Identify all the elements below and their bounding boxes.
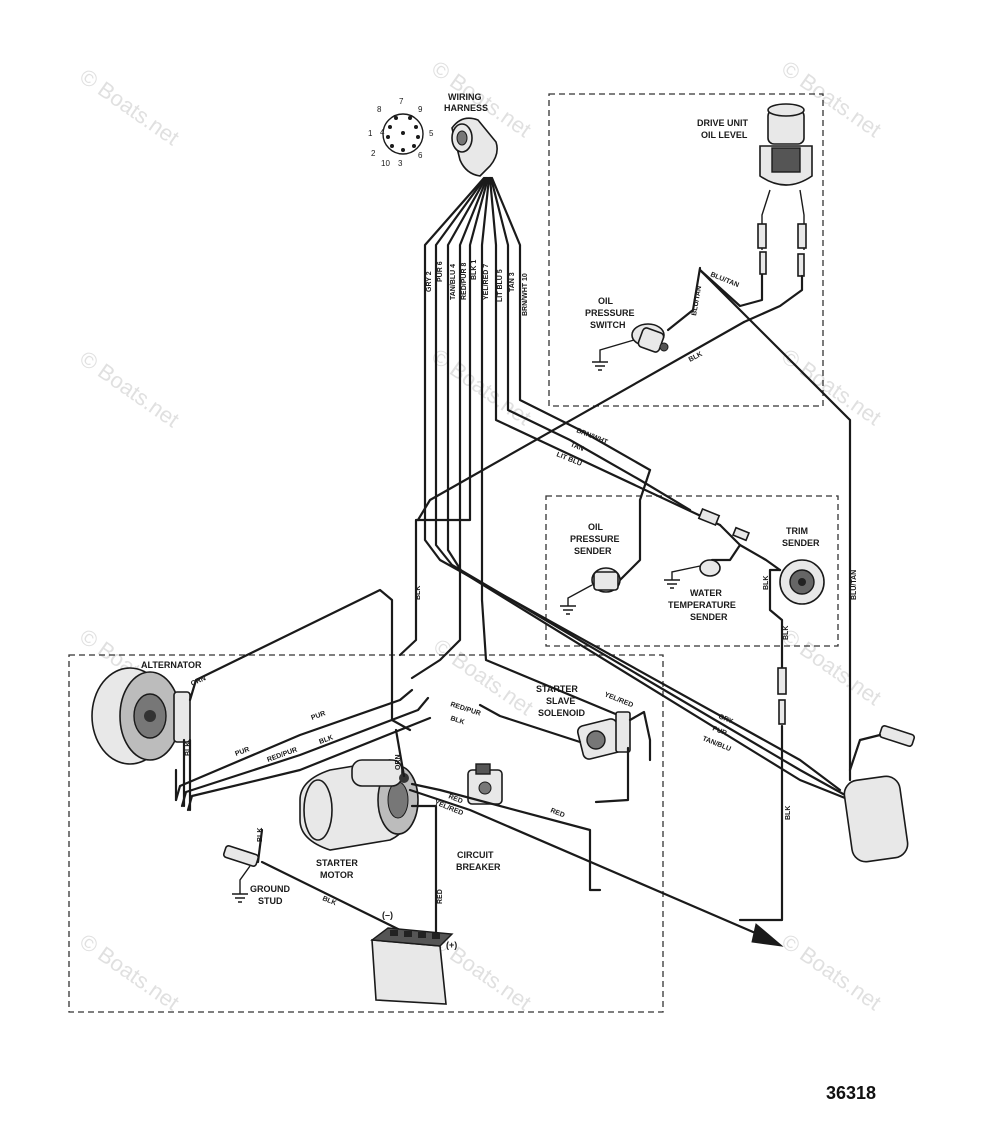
watermark: © Boats.net: [75, 346, 184, 433]
starter-slave-solenoid-label: SOLENOID: [538, 708, 586, 718]
drive-unit-box: [548, 93, 824, 407]
oil-pressure-sender-label: OIL: [588, 522, 604, 532]
ground-stud-label: STUD: [258, 896, 283, 906]
oil-pressure-sender-label: SENDER: [574, 546, 612, 556]
sender-box: [545, 495, 839, 647]
harness-wire-label: PUR 6: [437, 261, 444, 282]
wire-label-tan-blu: TAN/BLU: [701, 735, 732, 753]
dashed-boxes: [68, 93, 839, 1013]
pin-label: 1: [368, 129, 373, 138]
trim-sender: TRIM SENDER BLK BLK BLK: [738, 526, 825, 922]
watermark: © Boats.net: [777, 344, 886, 431]
drive-unit-oil-level-label: OIL LEVEL: [701, 130, 748, 140]
harness-plug: WIRING HARNESS: [444, 92, 498, 177]
pin-label: 8: [377, 105, 382, 114]
water-temperature-sender-label: SENDER: [690, 612, 728, 622]
battery: (–) (+): [370, 910, 457, 1005]
harness-wire-labels: GRY 2 PUR 6 TAN/BLU 4 RED/PUR 8 BLK 1 YE…: [426, 260, 529, 316]
pin-label: 4: [380, 128, 385, 137]
battery-positive-label: (+): [446, 940, 457, 950]
wire-label-yel-red: YEL/RED: [603, 691, 634, 709]
harness-wire-label: LIT BLU 5: [497, 269, 504, 302]
harness-wire-label: BRN/WHT 10: [522, 273, 529, 316]
wire-label-blk: BLK: [449, 715, 465, 726]
water-temperature-sender-label: TEMPERATURE: [668, 600, 736, 610]
pin-label: 2: [371, 149, 376, 158]
wire-label-orn: ORN: [190, 675, 207, 688]
wire-label-brn-wht: BRN/WHT: [575, 427, 609, 446]
instrument-plug: GRY PUR TAN/BLU: [701, 713, 916, 863]
watermark: © Boats.net: [777, 624, 886, 711]
starter-motor-label: MOTOR: [320, 870, 354, 880]
starter-slave-solenoid: STARTER SLAVE SOLENOID YEL/RED: [478, 684, 652, 804]
wire-label-red: RED: [549, 807, 565, 819]
harness-wire-label: TAN 3: [509, 272, 516, 292]
pin-label: 7: [399, 97, 404, 106]
ground-stud-label: GROUND: [250, 884, 290, 894]
circuit-breaker: CIRCUIT BREAKER: [456, 763, 503, 872]
wiring-harness-label: HARNESS: [444, 103, 488, 113]
wire-label-blk: BLK: [415, 586, 422, 600]
engine-box: [68, 654, 664, 1013]
trim-sender-label: TRIM: [786, 526, 808, 536]
wire-label-blk: BLK: [785, 806, 792, 820]
water-temperature-sender: WATER TEMPERATURE SENDER: [664, 507, 751, 622]
wire-label-blk: BLK: [783, 626, 790, 640]
oil-pressure-sender: OIL PRESSURE SENDER: [560, 468, 652, 615]
trim-sender-label: SENDER: [782, 538, 820, 548]
ground-stud: GROUND STUD BLK BLK: [222, 828, 402, 932]
water-temperature-sender-label: WATER: [690, 588, 722, 598]
wire-label-blk: BLK: [763, 576, 770, 590]
harness-wire-label: RED/PUR 8: [461, 263, 468, 300]
watermark: © Boats.net: [777, 929, 886, 1016]
drive-unit-oil-level: DRIVE UNIT OIL LEVEL: [697, 103, 813, 277]
wire-label-blu-tan: BLU/TAN: [691, 285, 703, 316]
starter-motor: STARTER MOTOR ORN YEL/RED RED RED RED: [299, 728, 762, 960]
wire-label-blu-tan: BLU/TAN: [851, 570, 858, 600]
harness-pin-diagram: 8 7 9 1 4 5 2 10 3 6: [368, 97, 434, 168]
oil-pressure-switch-label: PRESSURE: [585, 308, 635, 318]
pin-label: 6: [418, 151, 423, 160]
wire-label-blk: BLK: [321, 895, 337, 907]
drive-unit-oil-level-label: DRIVE UNIT: [697, 118, 749, 128]
harness-wire-label: TAN/BLU 4: [450, 264, 457, 300]
wire-label-pur: PUR: [234, 746, 250, 758]
pin-label: 10: [381, 159, 390, 168]
wire-label-blk: BLK: [185, 742, 192, 756]
wire-label-red: RED: [437, 889, 444, 904]
starter-motor-label: STARTER: [316, 858, 358, 868]
wiring-harness-label: WIRING: [448, 92, 482, 102]
circuit-breaker-label: CIRCUIT: [457, 850, 494, 860]
oil-pressure-switch-label: OIL: [598, 296, 614, 306]
top-right-wiring: BLU/TAN BLU/TAN BLK BLU/TAN: [416, 266, 858, 782]
watermark: © Boats.net: [75, 64, 184, 151]
wire-label-pur: PUR: [310, 710, 326, 722]
harness-wire-bundle: [398, 176, 852, 802]
pin-label: 3: [398, 159, 403, 168]
wire-label-blk: BLK: [257, 828, 264, 842]
oil-pressure-switch-label: SWITCH: [590, 320, 626, 330]
oil-pressure-switch: OIL PRESSURE SWITCH: [585, 296, 669, 371]
pin-label: 9: [418, 105, 423, 114]
wire-label-blk: BLK: [318, 734, 334, 745]
watermark: © Boats.net: [75, 929, 184, 1016]
harness-arrow: [751, 923, 784, 947]
wire-label-orn: ORN: [395, 754, 402, 770]
starter-slave-solenoid-label: STARTER: [536, 684, 578, 694]
alternator: ALTERNATOR ORN PUR PUR RED/PUR RED/PUR B…: [91, 588, 482, 812]
battery-negative-label: (–): [382, 910, 393, 920]
wire-label-blu-tan: BLU/TAN: [709, 271, 740, 289]
starter-slave-solenoid-label: SLAVE: [546, 696, 575, 706]
pin-label: 5: [429, 129, 434, 138]
harness-wire-label: YEL/RED 7: [483, 264, 490, 300]
oil-pressure-sender-label: PRESSURE: [570, 534, 620, 544]
harness-wire-label: BLK 1: [471, 260, 478, 280]
harness-wire-label: GRY 2: [426, 271, 433, 292]
circuit-breaker-label: BREAKER: [456, 862, 501, 872]
diagram-number: 36318: [826, 1083, 876, 1103]
alternator-label: ALTERNATOR: [141, 660, 202, 670]
wire-label-tan: TAN: [569, 441, 584, 453]
